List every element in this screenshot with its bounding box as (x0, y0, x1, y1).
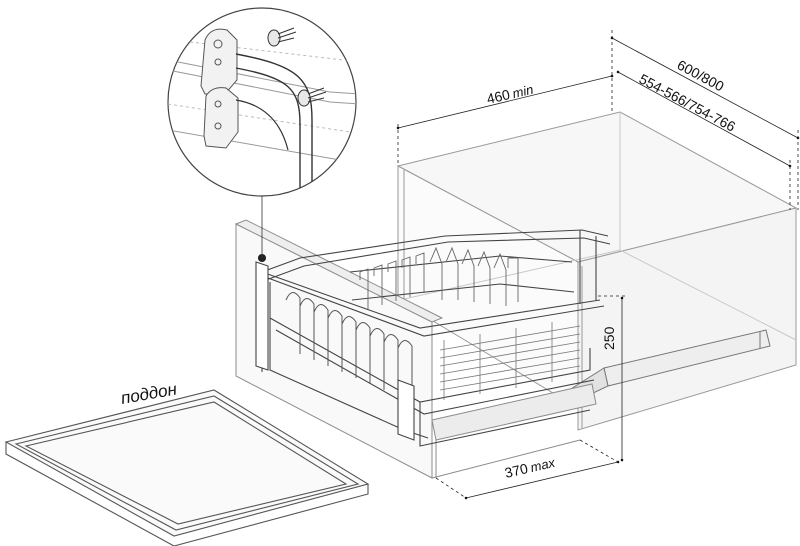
dim-height: 250 (601, 326, 617, 350)
dim-tray-width: 370max (503, 454, 557, 481)
fastening-detail-zoom (167, 7, 357, 197)
drawer-front (234, 219, 597, 479)
drawer-bottom (431, 383, 597, 441)
drip-tray (4, 389, 370, 546)
dim-depth-value: 460 (485, 86, 512, 107)
dish-rack (255, 229, 611, 447)
dim-tray-suffix: max (529, 455, 557, 475)
dimension-lines (396, 30, 800, 500)
dim-depth-min: 460min (485, 81, 535, 107)
svg-text:370max: 370max (503, 454, 557, 481)
dim-tray-value: 370 (503, 460, 530, 481)
dim-depth-suffix: min (511, 82, 535, 101)
svg-text:460min: 460min (485, 81, 535, 107)
drawer-front-edge (234, 219, 444, 323)
